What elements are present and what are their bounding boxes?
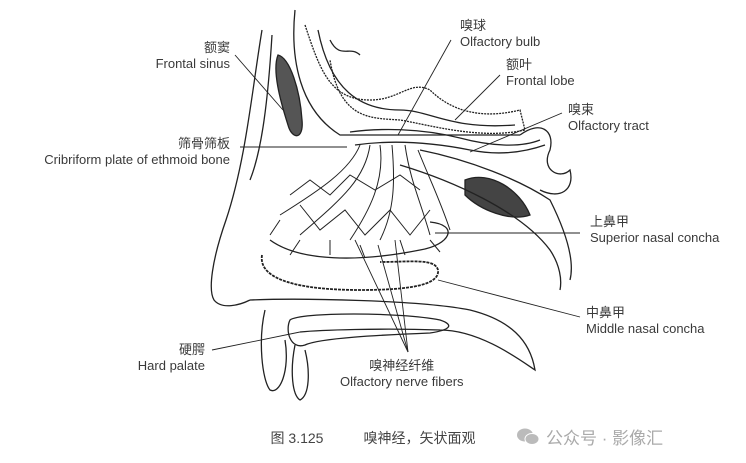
caption-number: 图 3.125: [270, 430, 324, 446]
label-en: Frontal lobe: [506, 73, 575, 88]
label-en: Cribriform plate of ethmoid bone: [44, 152, 230, 167]
label-en: Superior nasal concha: [590, 230, 720, 245]
label-en: Olfactory bulb: [460, 34, 541, 49]
forehead-outline: [210, 29, 263, 307]
frontal-lobe-surface: [304, 24, 526, 135]
label-en: Frontal sinus: [155, 56, 230, 71]
label-zh: 额窦: [203, 40, 230, 55]
olfactory-bulb-tract: [349, 128, 541, 146]
leader-lines: [211, 39, 581, 353]
label-middle-concha: 中鼻甲 Middle nasal concha: [586, 305, 705, 337]
sinus-dark: [464, 176, 531, 218]
label-en: Hard palate: [137, 358, 205, 373]
watermark: 公众号 · 影像汇: [516, 424, 663, 449]
label-zh: 筛骨筛板: [177, 136, 230, 151]
hard-palate: [249, 298, 536, 372]
frontal-bone-inner: [293, 9, 520, 136]
nerve-fiber-network: [269, 144, 451, 259]
label-superior-concha: 上鼻甲 Superior nasal concha: [590, 214, 719, 246]
frontal-lobe-edge: [317, 29, 516, 127]
label-zh: 中鼻甲: [586, 305, 626, 320]
label-en: Olfactory nerve fibers: [340, 374, 464, 389]
frontal-bone-outer: [249, 34, 273, 181]
label-zh: 嗅球: [460, 18, 487, 33]
frontal-sinus: [275, 54, 303, 137]
sphenoid: [519, 127, 572, 195]
label-en: Olfactory tract: [568, 118, 649, 133]
label-nerve-fibers: 嗅神经纤维 Olfactory nerve fibers: [340, 358, 464, 390]
label-frontal-lobe: 额叶 Frontal lobe: [506, 57, 575, 89]
watermark-text: 公众号 · 影像汇: [546, 429, 664, 448]
middle-concha: [261, 254, 439, 291]
figure-caption: 图 3.125 嗅神经，矢状面观: [0, 428, 746, 448]
label-zh: 硬腭: [178, 342, 205, 357]
label-frontal-sinus: 额窦 Frontal sinus: [156, 40, 230, 72]
label-hard-palate: 硬腭 Hard palate: [138, 342, 205, 374]
palate-bone: [287, 313, 450, 347]
label-zh: 嗅束: [568, 102, 595, 117]
superior-concha: [269, 221, 449, 259]
label-olfactory-tract: 嗅束 Olfactory tract: [568, 102, 649, 134]
label-zh: 额叶: [506, 57, 533, 72]
label-olfactory-bulb: 嗅球 Olfactory bulb: [460, 18, 540, 50]
label-en: Middle nasal concha: [586, 321, 705, 336]
wechat-icon: [517, 428, 540, 445]
incisor-teeth: [260, 309, 309, 401]
caption-title: 嗅神经，矢状面观: [363, 430, 476, 446]
posterior-wall: [399, 149, 572, 291]
label-zh: 嗅神经纤维: [369, 358, 435, 373]
label-zh: 上鼻甲: [590, 214, 630, 229]
label-cribriform-plate: 筛骨筛板 Cribriform plate of ethmoid bone: [44, 136, 230, 168]
olfactory-bulb-lower: [354, 141, 546, 154]
